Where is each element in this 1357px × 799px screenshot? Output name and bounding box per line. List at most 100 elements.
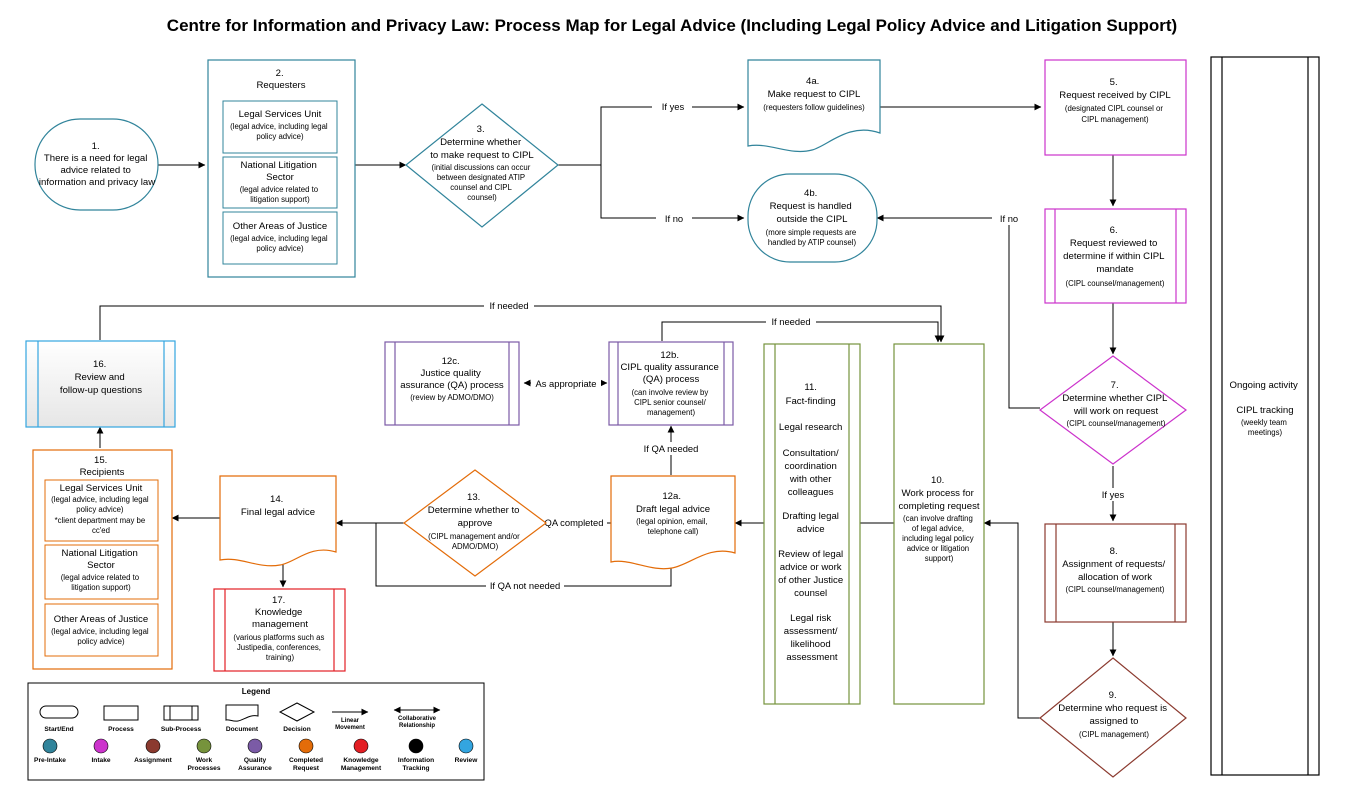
label-qa-completed: QA completed — [545, 517, 604, 528]
svg-text:Assignment: Assignment — [134, 757, 173, 764]
svg-text:2. Requesters: 2. Requesters — [256, 68, 305, 91]
svg-text:(can involve review by C: (can involve review by CIPL senior couns… — [632, 388, 711, 417]
node-1-line: advice related to — [60, 165, 130, 176]
svg-text:(legal advice, including legal: (legal advice, including legal policy ad… — [51, 495, 151, 535]
svg-text:(review by ADMO/DMO): (review by ADMO/DMO) — [410, 393, 494, 402]
svg-text:(CIPL counsel/management): (CIPL counsel/management) — [1066, 585, 1165, 594]
legend-shape-label: Process — [108, 726, 134, 733]
node-14-final-legal-advice: 14. Final legal advice — [219, 475, 337, 567]
svg-text:10. Work process for: 10. Work process for completing request — [898, 475, 979, 512]
svg-text:5. Request received by C: 5. Request received by CIPL — [1059, 77, 1171, 101]
svg-text:(legal opinion, email, t: (legal opinion, email, telephone call) — [636, 517, 710, 536]
requester-other-areas-of-justice: Other Areas of Justice — [233, 221, 327, 232]
svg-text:Review: Review — [455, 757, 479, 764]
node-7-decision: 7. Determine whether CIPL will work on r… — [1038, 355, 1188, 465]
svg-text:(legal advice, including legal: (legal advice, including legal policy ad… — [51, 627, 151, 646]
svg-text:15. Recipients: 15. Recipients — [80, 455, 125, 478]
svg-text:Ongoing activity CIPL tr: Ongoing activity CIPL tracking — [1230, 380, 1301, 416]
svg-text:1. There is a need for l: 1. There is a need for legal advice rela… — [39, 141, 155, 188]
svg-text:17. Knowledge mana: 17. Knowledge management — [252, 595, 308, 630]
legend-knowledge-management-dot — [353, 738, 369, 754]
label-if-no-4b: If no — [665, 213, 683, 224]
legend-decision-shape — [278, 702, 316, 722]
label-as-appropriate: As appropriate — [536, 378, 597, 389]
legend-title: Legend — [242, 687, 271, 696]
svg-text:4a. Make request to CIPL: 4a. Make request to CIPL — [768, 76, 861, 100]
svg-text:(legal advice, including legal: (legal advice, including legal policy ad… — [230, 122, 330, 141]
recipient-legal-services-unit: Legal Services Unit — [60, 483, 143, 494]
node-1-line: 1. — [92, 141, 100, 152]
svg-text:12c. Justice quality: 12c. Justice quality assurance (QA) proc… — [400, 356, 504, 391]
svg-text:(initial discussions can occur: (initial discussions can occur between d… — [432, 163, 533, 202]
node-1-start: 1. There is a need for legal advice rela… — [34, 118, 159, 211]
label-if-no-7: If no — [1000, 213, 1018, 224]
legend-shape-label: Document — [226, 726, 259, 733]
svg-text:(legal advice related to: (legal advice related to litigation supp… — [240, 185, 321, 204]
legend-work-processes-dot — [196, 738, 212, 754]
legend-intake-dot — [93, 738, 109, 754]
legend-shape-label: Start/End — [44, 726, 73, 733]
node-2-requesters: 2. Requesters Legal Services Unit (legal… — [207, 59, 356, 278]
node-1-line: There is a need for legal — [44, 153, 147, 164]
edge-3-4b — [600, 165, 745, 222]
svg-text:(more simple requests are: (more simple requests are handled by ATI… — [766, 228, 859, 247]
edge-7-4b — [876, 214, 1040, 409]
legend-shape-label: Decision — [283, 726, 310, 733]
node-13-decision: 13. Determine whether to approve (CIPL m… — [402, 469, 548, 577]
svg-text:(CIPL management): (CIPL management) — [1079, 730, 1149, 739]
svg-text:4b. Request is handled: 4b. Request is handled outside the CIPL — [770, 188, 855, 225]
legend-information-tracking-dot — [408, 738, 424, 754]
legend-start-end-shape — [39, 705, 79, 719]
node-16-review: 16. Review and follow-up questions — [25, 340, 176, 428]
svg-text:9. Determine who request: 9. Determine who request is assigned to — [1058, 690, 1169, 727]
svg-text:Intake: Intake — [91, 757, 110, 764]
svg-text:(weekly team meetings): (weekly team meetings) — [1241, 418, 1289, 437]
node-15-recipients: 15. Recipients Legal Services Unit (lega… — [32, 449, 173, 670]
legend-process-shape — [103, 705, 139, 721]
page-title: Centre for Information and Privacy Law: … — [167, 16, 1177, 35]
node-6-request-reviewed: 6. Request reviewed to determine if with… — [1044, 208, 1187, 304]
node-8-assignment: 8. Assignment of requests/ allocation of… — [1044, 523, 1187, 623]
requester-national-litigation-sector: National Litigation Sector — [241, 160, 320, 183]
node-12b-cipl-qa: 12b. CIPL quality assurance (QA) process… — [608, 341, 734, 426]
legend-completed-request-dot — [298, 738, 314, 754]
legend-subprocess-shape — [163, 705, 199, 721]
edge-3-4a — [558, 103, 745, 166]
svg-text:12a. Draft legal advice: 12a. Draft legal advice — [636, 491, 710, 515]
svg-text:14. Final legal advice: 14. Final legal advice — [241, 494, 315, 518]
svg-text:(CIPL management and/or: (CIPL management and/or ADMO/DMO) — [428, 532, 522, 551]
svg-text:(legal advice, including legal: (legal advice, including legal policy ad… — [230, 234, 330, 253]
node-1-line: information and privacy law — [39, 177, 155, 188]
svg-text:(legal advice related to: (legal advice related to litigation supp… — [61, 573, 142, 592]
recipient-national-litigation-sector: National Litigation Sector — [62, 548, 141, 571]
svg-text:11. Fact-finding L: 11. Fact-finding Legal research Consulta… — [778, 382, 846, 663]
svg-text:12b. CIPL quality assura: 12b. CIPL quality assurance (QA) process — [621, 350, 722, 385]
node-12c-justice-qa: 12c. Justice quality assurance (QA) proc… — [384, 341, 520, 426]
recipient-other-areas-of-justice: Other Areas of Justice — [54, 614, 148, 625]
node-10-work-process: 10. Work process for completing request … — [893, 343, 985, 705]
svg-text:(can involve drafting of: (can involve drafting of legal advice, i… — [902, 514, 976, 563]
svg-text:6. Request reviewed to: 6. Request reviewed to determine if with… — [1063, 225, 1167, 275]
label-if-yes-7: If yes — [1102, 489, 1125, 500]
svg-text:13. Determine whether to: 13. Determine whether to approve — [428, 492, 522, 529]
node-12a-draft-legal-advice: 12a. Draft legal advice (legal opinion, … — [610, 475, 736, 570]
node-ongoing-tracking: Ongoing activity CIPL tracking (weekly t… — [1210, 56, 1320, 776]
legend-assignment-dot — [145, 738, 161, 754]
label-if-yes-4a: If yes — [662, 101, 685, 112]
node-5-request-received: 5. Request received by CIPL (designated … — [1044, 59, 1187, 156]
label-if-qa-not-needed: If QA not needed — [490, 580, 560, 591]
node-9-decision: 9. Determine who request is assigned to … — [1039, 657, 1187, 778]
legend-pre-intake-dot — [42, 738, 58, 754]
node-3-decision: 3. Determine whether to make request to … — [405, 103, 559, 228]
svg-text:(various platforms such as: (various platforms such as Justipedia, c… — [233, 633, 326, 662]
legend-document-shape — [225, 704, 259, 722]
edge-9-10 — [983, 519, 1040, 719]
svg-text:(designated CIPL counsel or: (designated CIPL counsel or CIPL managem… — [1065, 104, 1165, 124]
svg-text:16. Review and fol: 16. Review and follow-up questions — [60, 359, 142, 396]
node-17-knowledge-management: 17. Knowledge management (various platfo… — [213, 588, 346, 672]
